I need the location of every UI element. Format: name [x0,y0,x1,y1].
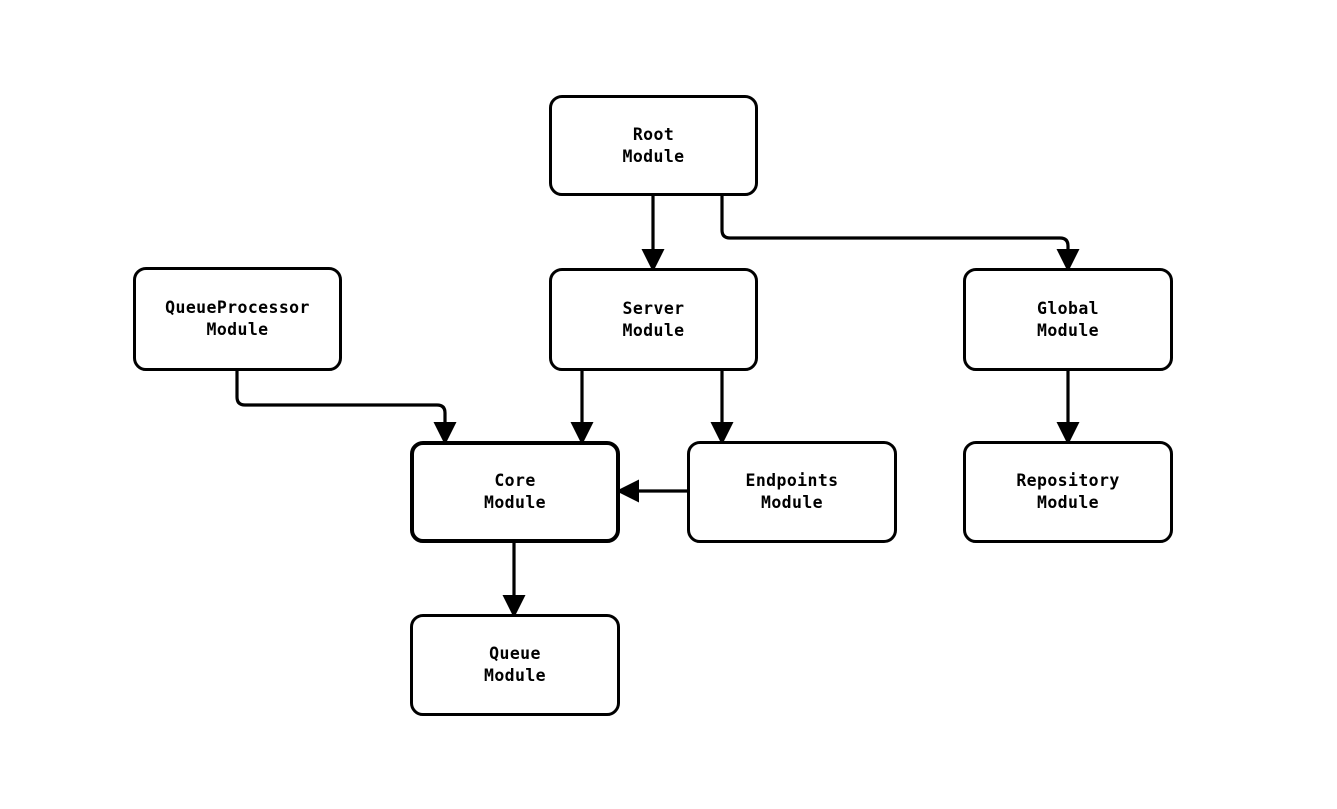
node-label-line2: Module [622,320,685,340]
node-label-line2: Module [483,493,546,512]
node-label-line1: Queue [489,644,541,663]
node-label-line1: Global [1036,298,1099,318]
edge-root-global [720,196,1080,272]
node-label-line2: Module [1036,493,1099,512]
node-label-line1: Endpoints [745,471,839,490]
edge-queueprocessor-core [235,371,457,445]
node-label-line1: QueueProcessor [165,298,310,317]
node-label-line1: Root [632,124,675,144]
node-label-line2: Module [622,146,685,166]
node-label-line2: Module [1036,320,1099,340]
node-label-line2: Module [760,493,823,512]
node-label-line1: Core [494,471,536,490]
node-label-line1: Repository [1016,471,1120,490]
node-label-line2: Module [483,666,546,685]
node-label-line1: Server [622,298,685,318]
node-label-line2: Module [206,320,269,339]
